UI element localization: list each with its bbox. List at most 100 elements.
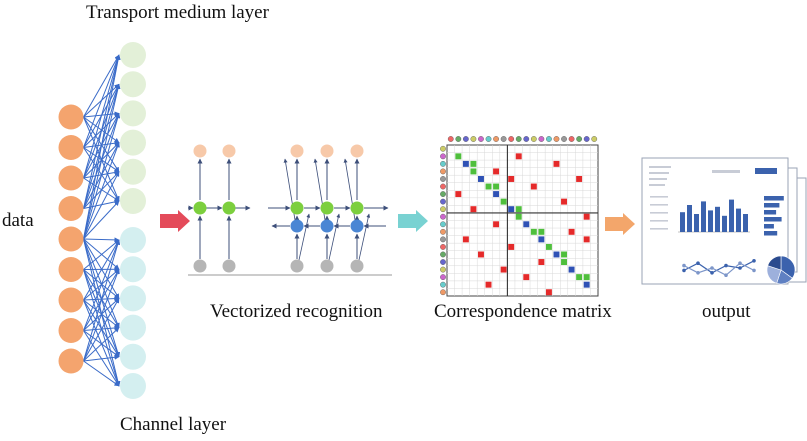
correspondence-matrix-label: Correspondence matrix xyxy=(434,301,612,322)
transport-node xyxy=(120,188,146,214)
dashboard-bar xyxy=(722,215,727,232)
transport-medium-layer-label: Transport medium layer xyxy=(86,2,269,23)
network-edge xyxy=(83,239,120,331)
matrix-cell-red xyxy=(485,281,492,288)
network-edge xyxy=(83,299,120,358)
matrix-header-icon xyxy=(561,136,567,142)
matrix-header-icon xyxy=(455,136,462,142)
network-edge xyxy=(83,354,120,362)
network-edge xyxy=(83,54,120,148)
network-edges xyxy=(83,54,121,387)
network-edge xyxy=(83,112,121,240)
matrix-row-icon xyxy=(440,183,446,190)
dashboard-hbar xyxy=(764,196,784,201)
network-edge xyxy=(83,171,120,240)
input-node xyxy=(58,318,84,343)
matrix-cell-blue xyxy=(553,251,560,258)
matrix-cell-red xyxy=(493,221,500,228)
matrix-header-icon xyxy=(591,136,598,142)
dashboard-line-b xyxy=(683,262,755,276)
channel-layer-label: Channel layer xyxy=(120,414,227,435)
input-node xyxy=(58,104,84,130)
matrix-cell-green xyxy=(583,274,590,281)
input-node xyxy=(58,226,84,252)
dashboard-bar xyxy=(715,206,720,232)
transport-node xyxy=(120,129,146,156)
dashboard-text-line xyxy=(650,204,668,206)
dashboard-line-b-point xyxy=(752,268,756,273)
matrix-cell-blue xyxy=(508,206,515,213)
rnn-input-node xyxy=(193,259,207,273)
network-edge xyxy=(83,239,120,270)
rnn-forward-node xyxy=(320,201,334,215)
matrix-row-icon xyxy=(440,228,446,235)
dashboard-hbar xyxy=(764,210,777,215)
input-node xyxy=(58,165,84,191)
matrix-cell-green xyxy=(538,228,545,235)
matrix-cell-red xyxy=(523,274,530,281)
dashboard-bar xyxy=(701,201,706,232)
dashboard-bar xyxy=(680,212,685,232)
matrix-cell-red xyxy=(583,213,590,220)
matrix-header-icon xyxy=(523,136,530,142)
matrix-header-icon xyxy=(500,136,507,142)
rnn-forward-node xyxy=(193,201,207,215)
matrix-cell-red xyxy=(515,153,522,160)
network-edge xyxy=(83,269,120,358)
matrix-header-icon xyxy=(515,136,522,142)
transport-node xyxy=(120,71,146,98)
matrix-cell-green xyxy=(470,168,477,175)
vectorized-recognition-label: Vectorized recognition xyxy=(210,301,383,322)
matrix-header-icon xyxy=(462,136,469,142)
dashboard-bar xyxy=(694,214,699,232)
rnn-forward-node xyxy=(222,201,236,215)
matrix-cell-red xyxy=(478,251,484,258)
dashboard-line-a-point xyxy=(710,271,714,275)
dashboard-line-a-point xyxy=(682,268,686,273)
matrix-cell-blue xyxy=(462,160,469,167)
matrix-header-icon xyxy=(478,136,484,142)
dashboard-bar xyxy=(708,210,713,232)
dashboard-line-a-point xyxy=(738,266,742,270)
matrix-cell-red xyxy=(530,183,537,190)
output-dashboard-graphic xyxy=(641,157,807,285)
matrix-cell-green xyxy=(576,274,583,281)
matrix-cell-red xyxy=(576,176,583,182)
matrix-row-icon xyxy=(440,176,446,182)
network-edge xyxy=(83,268,120,362)
dashboard-hbar xyxy=(764,224,774,229)
rnn-input-node xyxy=(320,259,334,273)
network-nodes xyxy=(58,42,146,399)
matrix-cell-red xyxy=(500,266,507,273)
network-edge xyxy=(83,200,120,240)
matrix-cell-green xyxy=(470,160,477,167)
dashboard-pie-slice xyxy=(767,255,782,271)
dashboard-text-line xyxy=(649,172,669,174)
matrix-cell-red xyxy=(508,176,515,182)
arrow-to-output xyxy=(605,213,635,235)
dashboard-bar xyxy=(743,214,748,232)
network-edge xyxy=(83,327,120,362)
network-edge xyxy=(83,54,121,240)
channel-node xyxy=(120,256,146,283)
matrix-cell-red xyxy=(493,168,500,175)
matrix-cell-red xyxy=(538,259,545,265)
matrix-header-icon xyxy=(538,136,545,142)
matrix-cell-blue xyxy=(493,191,500,198)
dashboard-text-line xyxy=(650,196,668,198)
matrix-cell-green xyxy=(561,251,567,258)
matrix-cell-red xyxy=(553,160,560,167)
rnn-input-node xyxy=(290,259,304,273)
dashboard-pie-slice xyxy=(780,255,796,279)
network-edge xyxy=(83,239,121,362)
rnn-output-node xyxy=(193,144,207,158)
dashboard-text-line xyxy=(649,166,671,168)
vectorized-recognition-diagram xyxy=(188,144,392,276)
matrix-cell-red xyxy=(470,206,477,213)
matrix-cell-blue xyxy=(568,266,575,273)
dashboard-text-line xyxy=(650,228,668,230)
matrix-cell-blue xyxy=(583,281,590,288)
dashboard-line-b-point xyxy=(696,271,700,275)
rnn-output-node xyxy=(350,144,364,158)
